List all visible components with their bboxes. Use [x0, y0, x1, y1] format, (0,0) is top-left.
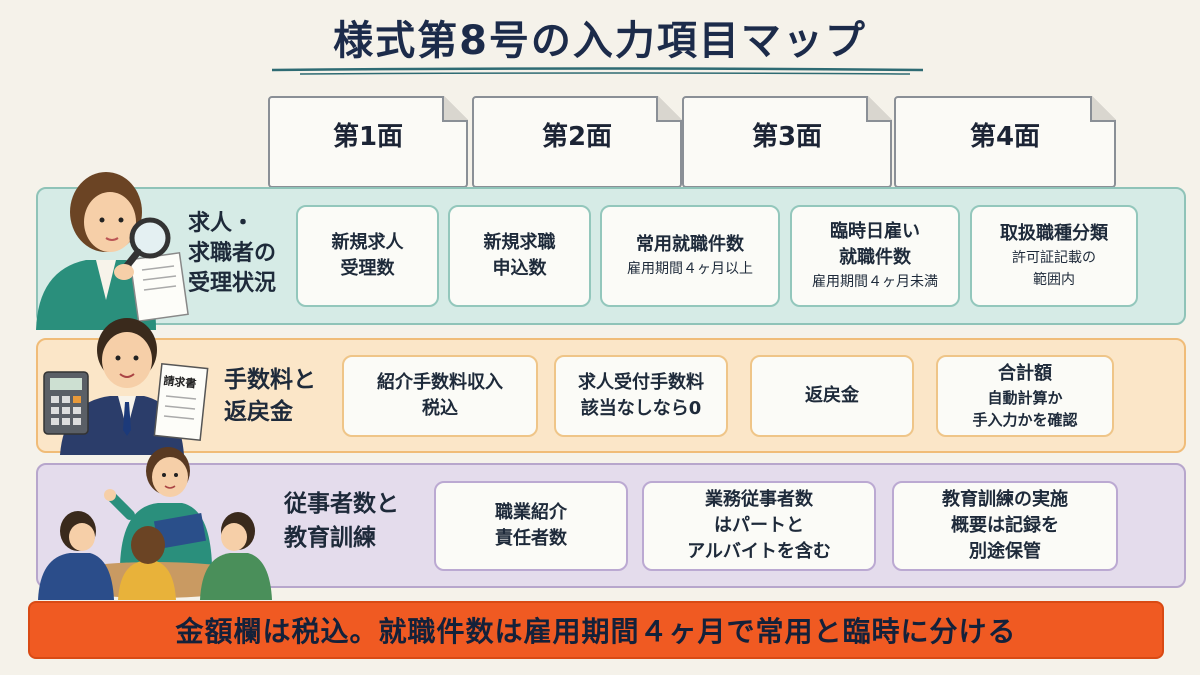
footer-note-banner: 金額欄は税込。就職件数は雇用期間４ヶ月で常用と臨時に分ける: [28, 601, 1164, 659]
section-staff: 従事者数と 教育訓練 職業紹介 責任者数 業務従事者数 はパートと アルバイトを…: [36, 463, 1186, 588]
item-referral-fee-income: 紹介手数料収入 税込: [342, 355, 538, 437]
tab-page-3: 第3面: [682, 96, 892, 188]
section-reception-label: 求人・ 求職者の 受理状況: [188, 211, 277, 296]
tab-page-2: 第2面: [472, 96, 682, 188]
item-regular-placements: 常用就職件数 雇用期間４ヶ月以上: [600, 205, 780, 307]
title-underline: [271, 67, 924, 75]
section-fees-label: 手数料と 返戻金: [224, 367, 316, 425]
item-occupation-classification: 取扱職種分類 許可証記載の 範囲内: [970, 205, 1138, 307]
invoice-label: 請求書: [163, 373, 197, 390]
item-refund: 返戻金: [750, 355, 914, 437]
item-placement-manager-count: 職業紹介 責任者数: [434, 481, 628, 571]
item-staff-count: 業務従事者数 はパートと アルバイトを含む: [642, 481, 876, 571]
section-reception: 求人・ 求職者の 受理状況 新規求人 受理数 新規求職 申込数 常用就職件数 雇…: [36, 187, 1186, 325]
magnifier-woman-illustration: [36, 172, 189, 330]
tab-page-1: 第1面: [268, 96, 468, 188]
item-temporary-placements: 臨時日雇い 就職件数 雇用期間４ヶ月未満: [790, 205, 960, 307]
item-total-amount: 合計額 自動計算か 手入力かを確認: [936, 355, 1114, 437]
section-fees: 手数料と 返戻金 紹介手数料収入 税込 求人受付手数料 該当なしなら0 返戻金 …: [36, 338, 1186, 453]
tab-page-4: 第4面: [894, 96, 1116, 188]
item-job-offer-fee: 求人受付手数料 該当なしなら0: [554, 355, 728, 437]
item-new-job-applications: 新規求職 申込数: [448, 205, 591, 307]
section-staff-label: 従事者数と 教育訓練: [284, 491, 399, 551]
item-new-job-offers: 新規求人 受理数: [296, 205, 439, 307]
item-training-summary: 教育訓練の実施 概要は記録を 別途保管: [892, 481, 1118, 571]
training-group-illustration: [38, 447, 272, 600]
calculator-man-illustration: 請求書: [43, 318, 209, 455]
page-title: 様式第8号の入力項目マップ: [333, 18, 867, 64]
